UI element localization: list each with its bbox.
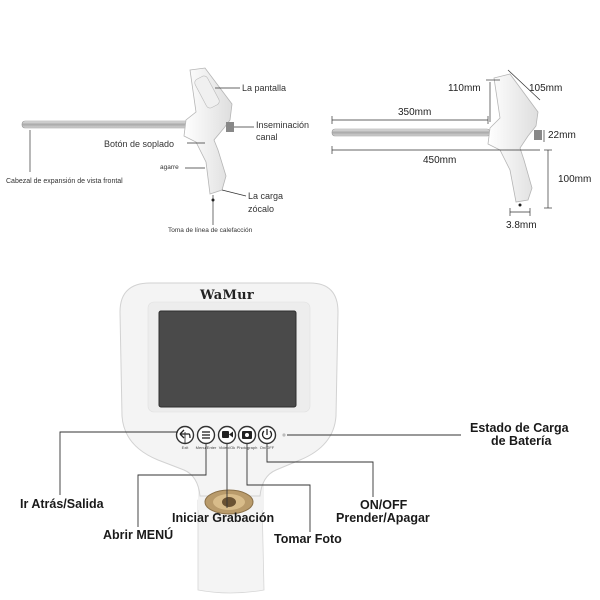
callout-estado-1: Estado de Carga	[470, 421, 569, 435]
camera-icon	[242, 431, 252, 439]
menu-icon	[202, 431, 210, 439]
power-icon	[261, 429, 273, 440]
dim-350mm: 350mm	[398, 107, 432, 118]
dim-100mm: 100mm	[558, 174, 592, 185]
btn-label-video: Video/Ok	[218, 445, 236, 450]
dim-105mm: 105mm	[529, 83, 563, 94]
callout-abrir-menu: Abrir MENÚ	[103, 528, 174, 542]
dim-110mm: 110mm	[448, 83, 481, 94]
callout-iniciar: Iniciar Grabación	[172, 511, 275, 525]
btn-label-menu: Menu/Enter	[195, 445, 217, 450]
back-arrow-icon	[179, 429, 191, 439]
btn-label-power: On/OFF	[259, 445, 275, 450]
device-handle	[197, 499, 265, 594]
rod-right	[331, 128, 491, 137]
handle-right	[487, 73, 539, 203]
dim-22mm: 22mm	[548, 130, 576, 141]
video-icon	[222, 431, 233, 438]
callout-estado-2: de Batería	[491, 434, 552, 448]
label-canal: canal	[256, 132, 278, 142]
callout-onoff-2: Prender/Apagar	[336, 511, 430, 525]
device-logo: WaMur	[200, 288, 255, 303]
battery-led	[282, 433, 286, 437]
dim-3-8mm: 3.8mm	[506, 220, 537, 231]
dim-450mm: 450mm	[423, 155, 457, 166]
label-la-carga: La carga	[248, 191, 284, 201]
label-inseminacion: Inseminación	[256, 120, 310, 130]
callout-ir-atras: Ir Atrás/Salida	[20, 497, 104, 511]
btn-label-exit: Exit	[181, 445, 189, 450]
rod-left	[21, 120, 193, 129]
callout-tomar-foto: Tomar Foto	[274, 532, 342, 546]
label-toma: Toma de línea de calefacción	[168, 227, 253, 234]
handle-left	[183, 67, 233, 195]
callout-onoff-1: ON/OFF	[360, 498, 408, 512]
label-zocalo: zócalo	[248, 204, 275, 214]
btn-label-photo: Photograph	[236, 445, 258, 450]
device-screen	[158, 310, 297, 408]
label-la-pantalla: La pantalla	[242, 83, 287, 93]
label-agarre: agarre	[160, 164, 179, 171]
screen-left	[194, 75, 220, 109]
label-boton-soplado: Botón de soplado	[104, 139, 175, 149]
label-cabezal: Cabezal de expansión de vista frontal	[6, 178, 123, 185]
